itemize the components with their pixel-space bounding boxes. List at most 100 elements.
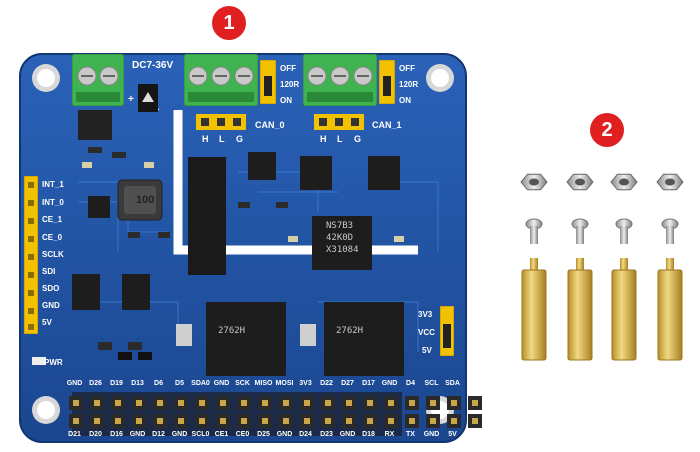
- gpio-pin-tip: [178, 400, 184, 406]
- gpio-top-pin-label: 3V3: [299, 380, 312, 387]
- gpio-bottom-pin-label: D12: [152, 431, 165, 438]
- gpio-bottom-pin-label: SCL0: [191, 431, 210, 438]
- accessory-hardware: [520, 173, 684, 361]
- gpio-pin-tip: [409, 400, 415, 406]
- gpio-top-pin-label: SDA: [445, 380, 460, 387]
- gpio-pin-tip: [199, 418, 205, 424]
- brass-standoff: [657, 269, 683, 361]
- brass-standoff: [567, 269, 593, 361]
- can-ctrl-left-mark: 2762H: [218, 326, 246, 336]
- gpio-bottom-pin-label: D24: [299, 431, 312, 438]
- can-ctrl-right-mark: 2762H: [336, 326, 364, 336]
- side-pin-sdi: SDI: [42, 267, 56, 276]
- gpio-bottom-pin-label: 5V: [448, 431, 457, 438]
- gpio-bottom-pin-label: GND: [276, 431, 293, 438]
- gpio-pin-tip: [220, 400, 226, 406]
- gpio-pin-tip: [220, 418, 226, 424]
- side-pin-sdo: SDO: [42, 284, 60, 293]
- can0-label: CAN_0: [255, 120, 285, 130]
- gpio-pin-tip: [388, 418, 394, 424]
- can1-h: H: [320, 134, 327, 144]
- gpio-top-pin-label: D6: [154, 380, 163, 387]
- gpio-pin-tip: [262, 418, 268, 424]
- gpio-pin-tip: [472, 418, 478, 424]
- side-pin-5v: 5V: [42, 318, 52, 327]
- brass-standoff: [611, 269, 637, 361]
- gpio-pin-tip: [367, 400, 373, 406]
- gpio-pin-tip: [346, 418, 352, 424]
- gpio-pin-tip: [73, 418, 79, 424]
- gpio-pin-tip: [136, 418, 142, 424]
- gpio-pin-tip: [115, 418, 121, 424]
- gpio-top-pin-label: SDA0: [191, 380, 210, 387]
- standoff-thread: [620, 258, 628, 270]
- nut-hole: [619, 178, 629, 186]
- gpio-pin-tip: [304, 418, 310, 424]
- screw-shaft: [576, 226, 584, 244]
- can1-jumper-off: OFF: [399, 64, 415, 73]
- gpio-pin-tip: [304, 400, 310, 406]
- gpio-pin-tip: [262, 400, 268, 406]
- gpio-top-pin-label: SCK: [235, 380, 250, 387]
- gpio-bottom-pin-label: D25: [257, 431, 270, 438]
- can0-l: L: [219, 134, 225, 144]
- gpio-top-pin-label: D4: [406, 380, 415, 387]
- gpio-pin-tip: [367, 418, 373, 424]
- gpio-pin-tip: [94, 418, 100, 424]
- can0-termination-jumper: [260, 60, 276, 104]
- can1-g: G: [354, 134, 362, 144]
- screw-shaft: [620, 226, 628, 244]
- gpio-pin-tip: [325, 400, 331, 406]
- gpio-top-pin-label: D17: [362, 380, 375, 387]
- side-pin-sclk: SCLK: [42, 250, 64, 259]
- gpio-top-pin-label: 3V3: [467, 380, 480, 387]
- screw-shaft: [666, 226, 674, 244]
- gpio-bottom-pin-label: D18: [362, 431, 375, 438]
- gpio-top-pin-label: GND: [66, 380, 83, 387]
- gpio-top-pin-label: MISO: [254, 380, 273, 387]
- gpio-top-pin-label: MOSI: [275, 380, 294, 387]
- gpio-pin-tip: [136, 400, 142, 406]
- can1-terminal-block: [303, 54, 377, 106]
- gpio-pin-tip: [157, 400, 163, 406]
- side-pin-gnd: GND: [42, 301, 60, 310]
- can0-jumper-120r: 120R: [280, 80, 300, 89]
- gpio-top-pin-label: GND: [213, 380, 230, 387]
- side-pin-ce1: CE_1: [42, 215, 63, 224]
- gpio-pin-tip: [451, 400, 457, 406]
- gpio-pin-tip: [199, 400, 205, 406]
- dc-terminal-block: [72, 54, 124, 106]
- gpio-pin-tip: [283, 400, 289, 406]
- can0-terminal-block: [184, 54, 258, 106]
- standoff-thread: [666, 258, 674, 270]
- can1-termination-jumper: [379, 60, 395, 104]
- gpio-top-pin-label: SCL: [424, 380, 439, 387]
- gpio-bottom-pin-label: 5V: [469, 431, 478, 438]
- gpio-top-pin-label: D13: [131, 380, 144, 387]
- gpio-pin-tip: [115, 400, 121, 406]
- can0-g: G: [236, 134, 244, 144]
- power-select-5v: 5V: [422, 346, 432, 355]
- diode: [138, 84, 158, 112]
- gpio-top-pin-label: GND: [381, 380, 398, 387]
- gpio-bottom-pin-label: TX: [406, 431, 415, 438]
- gpio-pin-tip: [388, 400, 394, 406]
- gpio-pin-tip: [430, 418, 436, 424]
- gpio-bottom-pin-label: CE1: [214, 431, 229, 438]
- gpio-top-pin-label: D5: [175, 380, 184, 387]
- gpio-bottom-pin-label: D20: [89, 431, 102, 438]
- can1-jumper-on: ON: [399, 96, 411, 105]
- gpio-pin-tip: [241, 418, 247, 424]
- gpio-pin-tip: [157, 418, 163, 424]
- iso-chip-line3: X31084: [326, 245, 359, 255]
- gpio-pin-tip: [283, 418, 289, 424]
- gpio-bottom-pin-label: GND: [339, 431, 356, 438]
- gpio-pin-tip: [346, 400, 352, 406]
- badge-1: 1: [212, 6, 246, 40]
- gpio-pin-tip: [430, 400, 436, 406]
- gpio-pin-tip: [241, 400, 247, 406]
- gpio-bottom-pin-label: CE0: [235, 431, 250, 438]
- power-select-jumper: [440, 306, 454, 356]
